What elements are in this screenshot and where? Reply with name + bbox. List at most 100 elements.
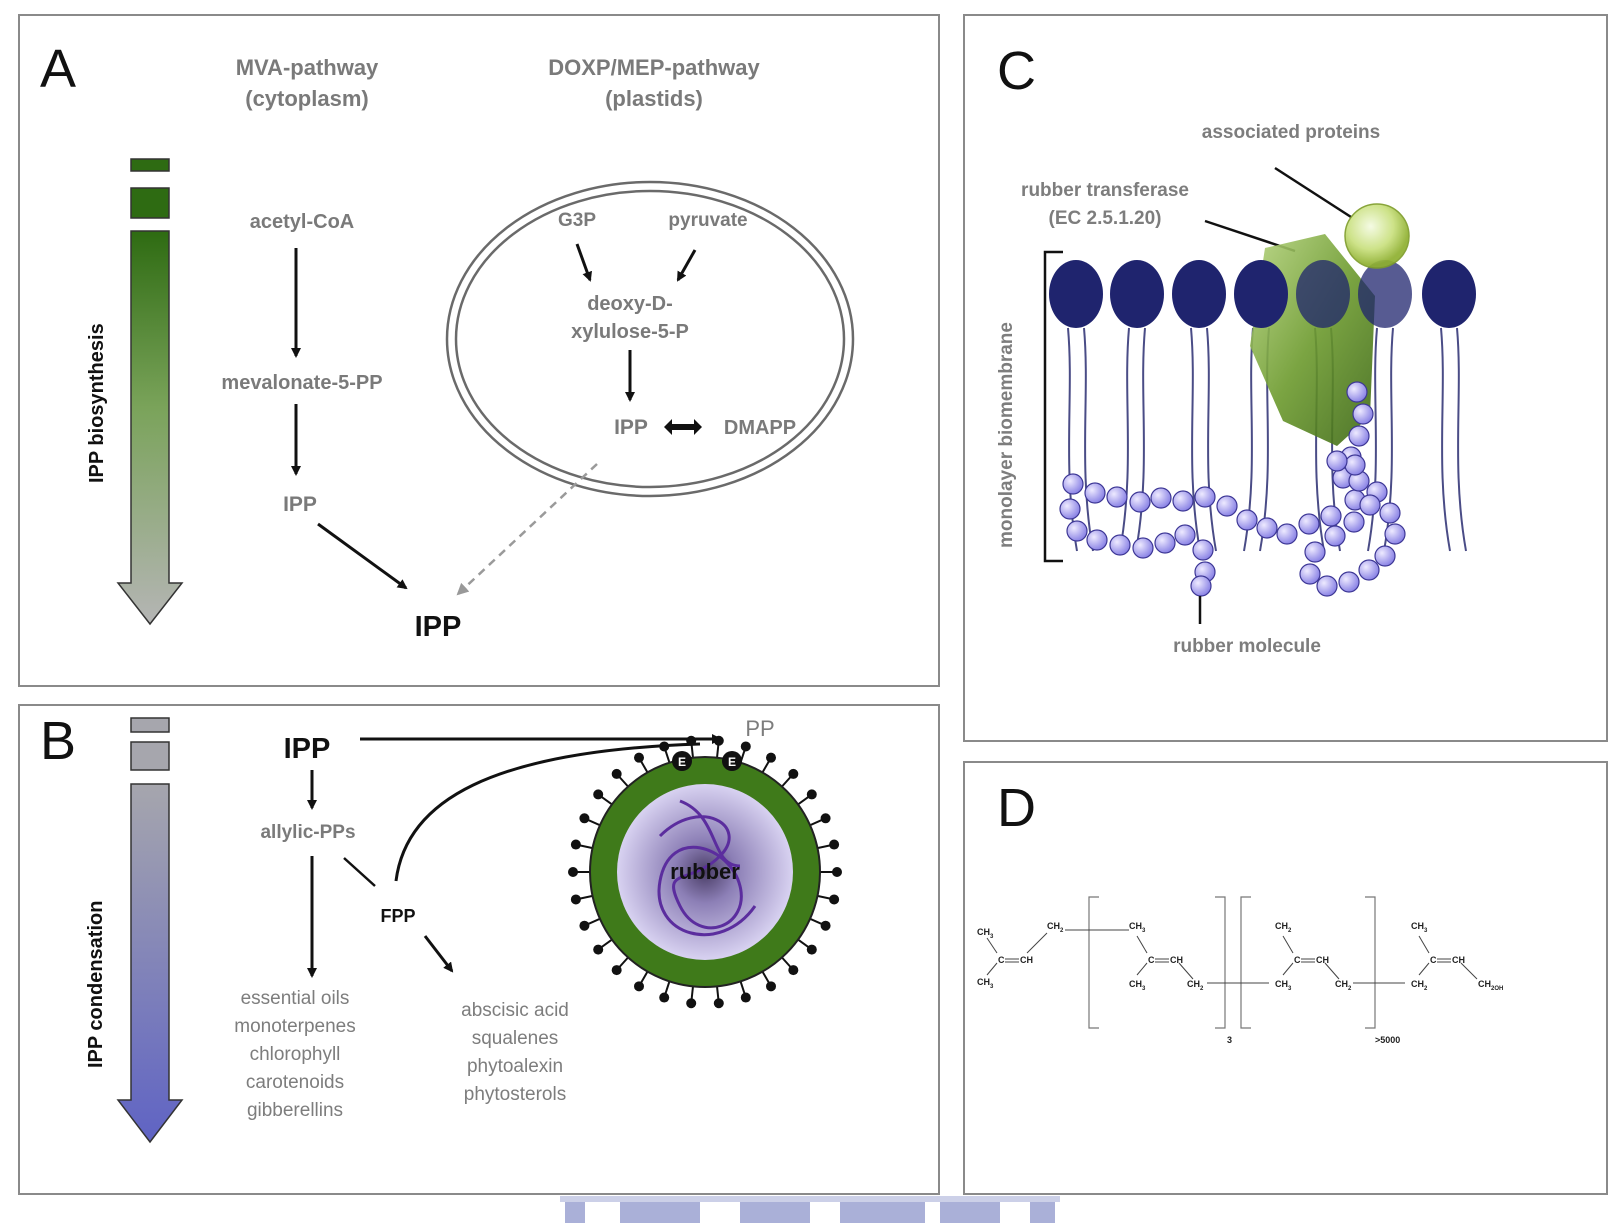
product-squalenes: squalenes (472, 1028, 559, 1049)
enzyme-right-mark: E (728, 755, 736, 769)
spike-head (713, 998, 724, 1009)
rubber-chains (657, 799, 757, 936)
g3p-arrow (575, 243, 592, 282)
panel-d-structure: CH3 CH3 C CH CH2 CH3 CH3 C CH CH2 3 CH2 … (977, 896, 1503, 1045)
ec-number-label: (EC 2.5.1.20) (1049, 208, 1162, 229)
mva-location: (cytoplasm) (245, 86, 368, 111)
condensation-block-small (130, 717, 170, 733)
ipp-condensation-label: IPP condensation (85, 901, 107, 1068)
isoprene-bead (1324, 525, 1346, 547)
chem-ch-3: CH (1316, 955, 1329, 965)
pyruvate-label: pyruvate (668, 210, 747, 231)
deoxy-xylulose-line1: deoxy-D- (587, 293, 673, 315)
spike-head (766, 752, 776, 763)
products-right-list: abscisic acid squalenes phytoalexin phyt… (461, 1000, 569, 1105)
isoprene-bead (1343, 511, 1365, 533)
isoprene-bead (1172, 490, 1194, 512)
ipp-biosynthesis-arrow (116, 230, 184, 626)
isoprene-bead (1304, 541, 1326, 563)
spike-head (766, 981, 776, 992)
isoprene-bead (1374, 545, 1396, 567)
spike-head (659, 992, 670, 1003)
spike-head (659, 741, 670, 752)
bracket-1-right (1215, 896, 1226, 1029)
acetyl-coa-label: acetyl-CoA (250, 211, 354, 233)
isoprene-bead (1059, 498, 1081, 520)
enzyme-left-mark: E (678, 755, 686, 769)
g3p-label: G3P (558, 210, 596, 231)
spike-head (788, 768, 799, 779)
ipp-condensation-arrow (116, 783, 184, 1144)
spike-head (579, 920, 590, 931)
lipid-head (1422, 260, 1476, 328)
panel-d: D (963, 761, 1608, 1195)
isoprene-bead (1346, 381, 1368, 403)
ipp-biosynthesis-label: IPP biosynthesis (86, 323, 108, 483)
isoprene-bead (1192, 539, 1214, 561)
spike-head (806, 944, 817, 955)
lipid-tail (1440, 327, 1451, 552)
isoprene-bead (1256, 517, 1278, 539)
isoprene-bead (1086, 529, 1108, 551)
doxp-pathway-title: DOXP/MEP-pathway (548, 55, 760, 80)
isoprene-bead (1384, 523, 1406, 545)
isoprene-bead (1132, 537, 1154, 559)
monolayer-biomembrane-label: monolayer biomembrane (996, 322, 1017, 548)
isoprene-bead (1109, 534, 1131, 556)
panel-a-letter: A (40, 39, 77, 99)
bracket-1-left (1088, 896, 1099, 1029)
ipp-final-label: IPP (415, 611, 462, 643)
bracket-2-right (1365, 896, 1376, 1029)
isoprene-bead (1066, 520, 1088, 542)
chem-repeat-3: 3 (1227, 1035, 1232, 1045)
lipid-tail (1190, 327, 1201, 552)
isoprene-bead (1359, 494, 1381, 516)
chem-ch3-bottom-1: CH3 (977, 977, 994, 990)
spike-head (686, 735, 697, 746)
isoprene-bead (1344, 454, 1366, 476)
gradient-block-medium (130, 187, 170, 219)
ipp-plastid-label: IPP (614, 416, 648, 439)
isoprene-bead (1298, 513, 1320, 535)
dmapp-label: DMAPP (724, 417, 796, 439)
spike-head (570, 839, 581, 850)
lipid-head (1049, 260, 1103, 328)
chem-ch3-top-4: CH3 (1411, 921, 1428, 934)
ipp-mva-to-final-arrow (317, 522, 408, 590)
spike-head (740, 992, 751, 1003)
panel-c-letter: C (997, 41, 1036, 101)
bonds (986, 929, 1478, 984)
chem-ch3-bottom-3: CH3 (1275, 979, 1292, 992)
deoxy-xylulose-line2: xylulose-5-P (571, 321, 689, 343)
pp-label: PP (745, 716, 774, 741)
isoprene-bead (1338, 571, 1360, 593)
panel-d-letter: D (997, 778, 1036, 838)
condensation-block-medium (130, 741, 170, 771)
plastid-inner-membrane (454, 189, 846, 489)
product-essential-oils: essential oils (241, 988, 350, 1009)
spike-head (829, 894, 840, 905)
lipid-head (1110, 260, 1164, 328)
lipid-head (1172, 260, 1226, 328)
spike-head (788, 965, 799, 976)
spike-head (829, 839, 840, 850)
isoprene-bead (1352, 403, 1374, 425)
rubber-molecule-label: rubber molecule (1173, 636, 1321, 657)
chem-c-1: C (998, 955, 1005, 965)
chem-ch-4: CH (1452, 955, 1465, 965)
doxp-location: (plastids) (605, 86, 703, 111)
isoprene-bead (1190, 575, 1212, 597)
product-monoterpenes: monoterpenes (234, 1016, 355, 1037)
panel-b-letter: B (40, 711, 77, 771)
panel-b-diagram: IPP condensation IPP PP allylic-PPs FPP … (85, 716, 842, 1144)
panel-b: B IPP condensation IPP PP allylic-PPs (18, 704, 940, 1195)
isoprene-bead (1326, 450, 1348, 472)
isoprene-bead (1106, 486, 1128, 508)
isoprene-bead (1379, 502, 1401, 524)
chem-ch2-top-3: CH2 (1275, 921, 1292, 934)
spike-head (611, 965, 622, 976)
enzyme-right (722, 751, 742, 771)
isoprene-bead (1299, 563, 1321, 585)
allylic-pps-label: allylic-PPs (260, 822, 355, 843)
lipid-tail (1135, 327, 1146, 552)
